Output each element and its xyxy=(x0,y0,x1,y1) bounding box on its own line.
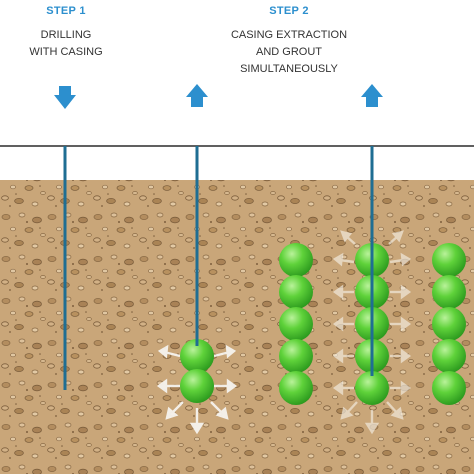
casing-pipe-column-4 xyxy=(370,146,374,376)
step2-up-arrow-icon-1 xyxy=(186,84,208,107)
step2-up-arrow-icon-2 xyxy=(361,84,383,107)
spray-arrows-column-4 xyxy=(332,230,412,435)
casing-pipe-column-2 xyxy=(195,146,199,346)
gap-band xyxy=(0,147,474,180)
soil-layer xyxy=(0,180,474,474)
step1-line2: WITH CASING xyxy=(29,46,103,58)
step1-line1: DRILLING xyxy=(40,29,92,41)
casing-pipe-step1 xyxy=(63,146,67,390)
step2-title: STEP 2 xyxy=(269,5,309,17)
step1-down-arrow-icon xyxy=(54,86,76,109)
grout-column-3 xyxy=(279,243,313,405)
step2-line2: AND GROUT SIMULTANEOUSLY xyxy=(240,46,338,75)
grout-column-2 xyxy=(180,339,214,403)
spray-arrows-column-2 xyxy=(156,344,238,435)
grout-column-5 xyxy=(432,243,466,405)
step2-line1: CASING EXTRACTION xyxy=(230,29,348,41)
step1-title: STEP 1 xyxy=(46,5,86,17)
sky-area xyxy=(0,0,474,146)
